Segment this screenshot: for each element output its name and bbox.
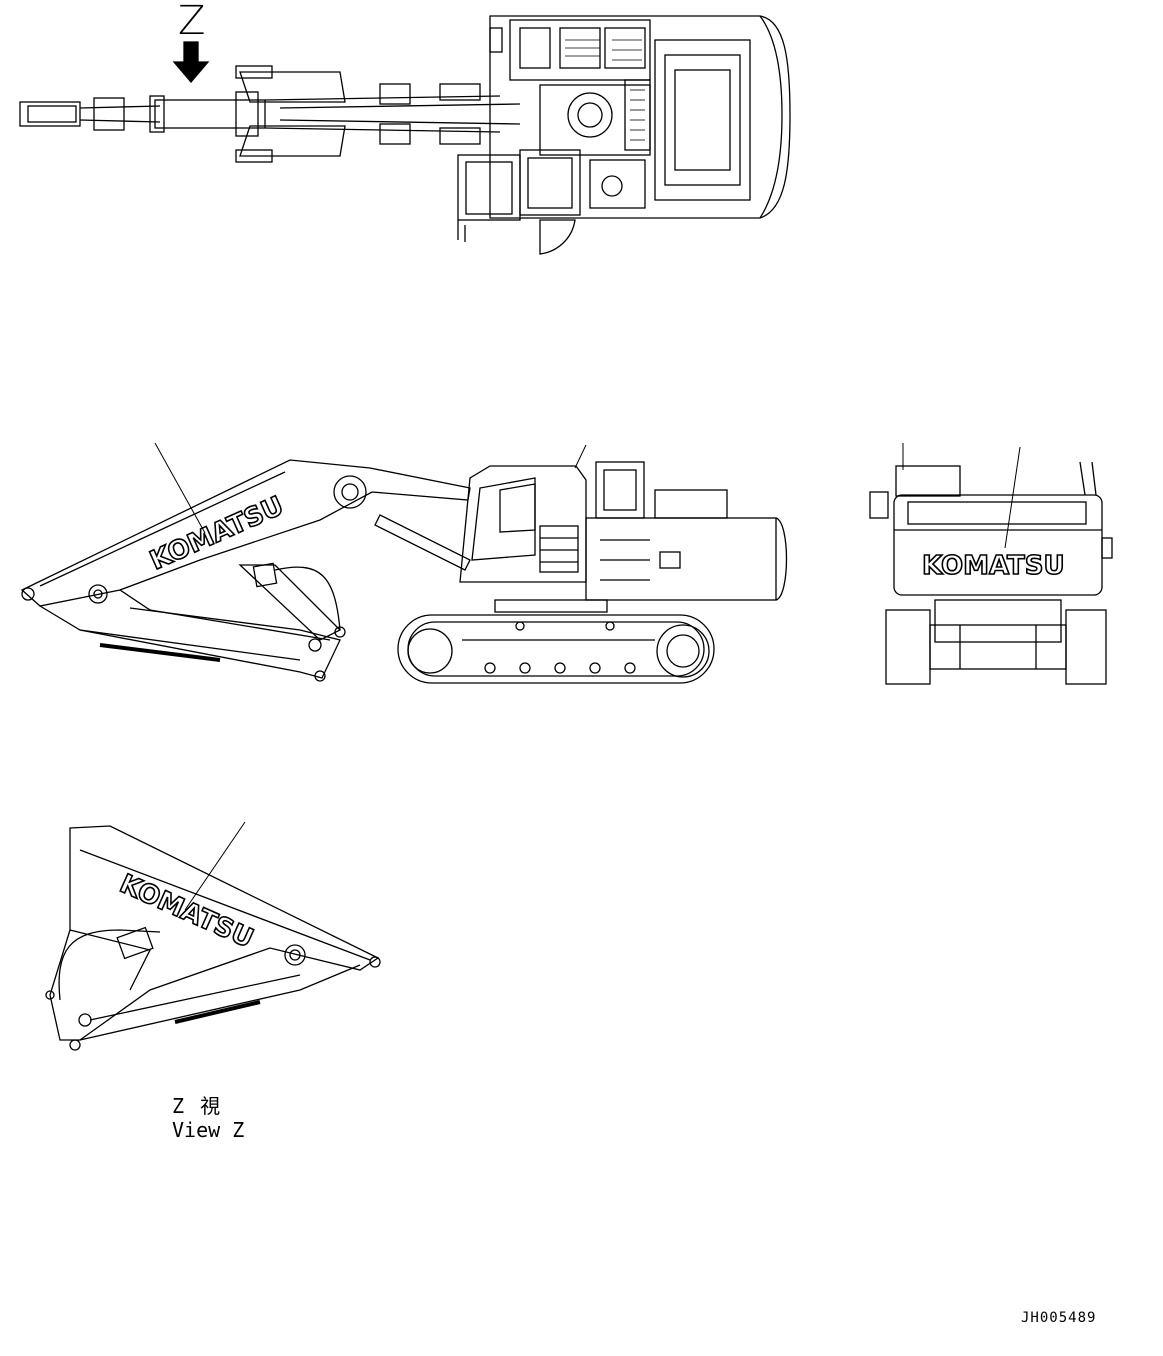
boom-logo-view-z: KOMATSU (115, 869, 258, 954)
view-z-arrow-icon (172, 41, 210, 84)
view-caption-english: View Z (172, 1118, 245, 1142)
rear-view: KOMATSU (869, 443, 1113, 685)
counterweight-logo: KOMATSU (922, 551, 1065, 581)
side-view: KOMATSU (20, 442, 788, 684)
view-arrow-letter: Z (178, 0, 206, 44)
top-view (19, 15, 791, 255)
drawing-number: JH005489 (1021, 1310, 1097, 1326)
view-caption-japanese: Z 視 (172, 1094, 223, 1118)
view-z-detail: KOMATSU (45, 821, 381, 1051)
